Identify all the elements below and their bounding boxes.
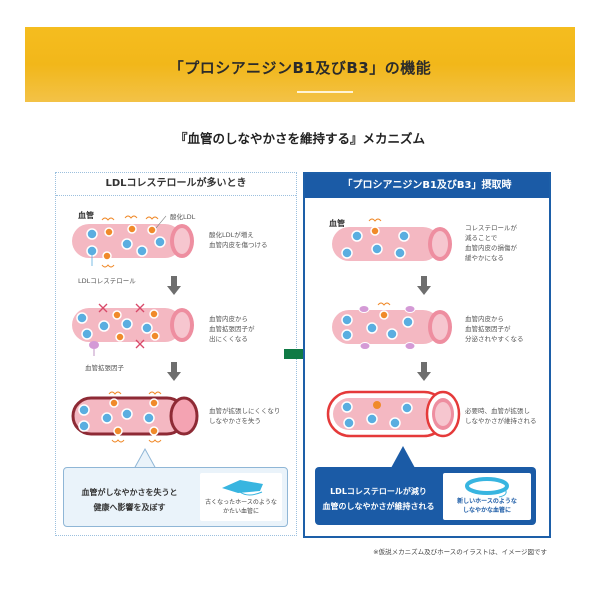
procyanidin-heading: 「プロシアニジンB1及びB3」摂取時 [305, 174, 549, 198]
oxidized-ldl [127, 224, 137, 234]
oxidized-ldl [102, 251, 112, 261]
ldl-cholesterol-label: LDLコレステロール [78, 277, 136, 285]
vessel-damaged-illustration [72, 215, 194, 268]
oxidized-ldl [115, 332, 125, 342]
high-ldl-heading: LDLコレステロールが多いとき [56, 173, 296, 196]
ldl-particle [121, 238, 133, 250]
old-hose-box: 古くなったホースのようなかたい血管に [200, 473, 282, 521]
oxidized-ldl [149, 309, 159, 319]
right-step-3-desc: 必要時、血管が拡張ししなやかさが維持される [465, 407, 537, 425]
vessel-dilator-secreting-illustration [332, 302, 452, 350]
healthy-vessel-callout-text: LDLコレステロールが減り血管のしなやかさが維持される [322, 487, 435, 511]
left-step-3-desc: 血管が拡張しにくくなりしなやかさを失う [209, 407, 281, 425]
ldl-particle [81, 328, 93, 340]
ldl-particle [136, 245, 148, 257]
healthy-vessel-callout: LDLコレステロールが減り血管のしなやかさが維持される 新しいホースのようなしな… [315, 467, 536, 525]
old-hose-caption: 古くなったホースのようなかたい血管に [205, 499, 277, 515]
left-step-2-desc: 血管内皮から血管拡張因子が出にくくなる [209, 315, 255, 343]
damage-mark [101, 264, 115, 268]
oxidized-ldl [150, 331, 160, 341]
step-arrow-down-icon [417, 276, 431, 295]
disclaimer-footnote: ※仮説メカニズム及びホースのイラストは、イメージ図です [373, 548, 547, 556]
oxidized-ldl [147, 225, 157, 235]
ldl-particle [154, 236, 166, 248]
step-arrow-down-icon [167, 362, 181, 381]
damage-mark [101, 217, 115, 221]
vasodilator-factor [89, 341, 99, 349]
oxidized-ldl [112, 310, 122, 320]
blocked-dilator-icon [98, 303, 108, 313]
title-underline [297, 91, 353, 93]
old-hose-icon [222, 480, 263, 496]
left-step-1-desc: 酸化LDLが増え血管内皮を傷つける [209, 231, 268, 249]
blocked-dilator-icon [135, 303, 145, 313]
right-step-1-desc: コレステロールが減ることで血管内皮の損傷が緩やかになる [465, 224, 517, 262]
vasodilator-factor [359, 342, 371, 350]
damage-mark [145, 216, 159, 220]
new-hose-icon [465, 477, 509, 498]
new-hose-caption: 新しいホースのようなしなやかな血管に [457, 498, 517, 514]
oxidized-ldl [104, 227, 114, 237]
vessel-reduced-dilator-illustration [72, 303, 194, 356]
vasodilator-factor [404, 305, 416, 313]
vasodilator-label: 血管拡張因子 [85, 364, 124, 372]
stiff-vessel-callout-text: 血管がしなやかさを失うと健康へ影響を及ぼす [81, 488, 178, 512]
header-banner: 「プロシアニジンB1及びB3」の機能 [25, 27, 575, 102]
damage-mark [124, 215, 138, 219]
ldl-particle [141, 322, 153, 334]
vasodilator-factor [358, 305, 370, 313]
vessel-recovering-illustration [332, 218, 452, 261]
blocked-dilator-icon [135, 339, 145, 349]
ldl-particle [76, 312, 88, 324]
step-arrow-down-icon [417, 362, 431, 381]
ldl-particle [121, 318, 133, 330]
callout-pointer-right [391, 446, 415, 468]
ldl-particle [98, 320, 110, 332]
stiff-vessel-callout: 血管がしなやかさを失うと健康へ影響を及ぼす 古くなったホースのようなかたい血管に [63, 467, 288, 527]
new-hose-box: 新しいホースのようなしなやかな血管に [443, 473, 531, 520]
vessel-label-left: 血管 [78, 211, 94, 220]
step-arrow-down-icon [167, 276, 181, 295]
vessel-stiff-illustration [71, 391, 199, 443]
vessel-healthy-illustration [326, 390, 461, 438]
page-title: 「プロシアニジンB1及びB3」の機能 [168, 59, 432, 77]
vessel-label-right: 血管 [329, 219, 345, 228]
mechanism-subtitle: 『血管のしなやかさを維持する』メカニズム [174, 131, 425, 146]
oxidized-ldl-label: 酸化LDL [170, 213, 196, 221]
vasodilator-factor [404, 342, 416, 350]
right-step-2-desc: 血管内皮から血管拡張因子が分泌されやすくなる [465, 315, 524, 343]
ldl-particle [86, 228, 98, 240]
